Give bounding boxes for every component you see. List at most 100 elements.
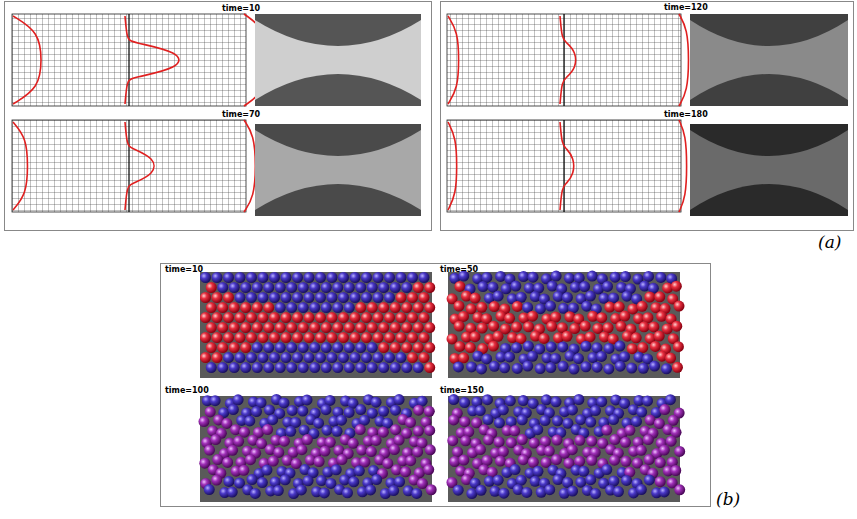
particle — [396, 352, 407, 363]
particle — [470, 293, 481, 304]
particle — [488, 321, 499, 332]
particle — [222, 457, 233, 468]
particle — [373, 332, 384, 343]
particle — [261, 465, 272, 476]
particle — [350, 352, 361, 363]
particle — [544, 484, 555, 495]
particle — [504, 313, 515, 324]
particle — [413, 302, 424, 313]
particle — [644, 474, 655, 485]
particle — [476, 302, 487, 313]
particle — [631, 416, 642, 427]
particle — [558, 361, 569, 372]
particle — [359, 415, 370, 426]
particle — [262, 424, 273, 435]
particle — [206, 322, 217, 333]
particle — [321, 322, 332, 333]
particle — [388, 485, 399, 496]
particle — [661, 363, 672, 374]
particle — [361, 312, 372, 323]
particle — [327, 352, 338, 363]
particle — [280, 474, 291, 485]
particle — [206, 282, 217, 293]
particle — [551, 271, 562, 282]
particle — [620, 456, 631, 467]
particle — [263, 282, 274, 293]
particle — [384, 292, 395, 303]
particle — [413, 282, 424, 293]
particle — [367, 302, 378, 313]
particle — [273, 485, 284, 496]
particle — [552, 435, 563, 446]
panel-frame — [441, 2, 854, 231]
particle — [355, 282, 366, 293]
particle — [528, 272, 539, 283]
particle — [407, 292, 418, 303]
particle — [498, 404, 509, 415]
particle — [489, 361, 500, 372]
particle — [631, 332, 642, 343]
snapshot-ground — [200, 396, 432, 502]
particle — [419, 292, 430, 303]
particle — [355, 302, 366, 313]
particle — [268, 456, 279, 467]
particle — [258, 292, 269, 303]
image-ground — [255, 124, 421, 216]
simulation-grid — [447, 14, 688, 106]
particle — [292, 312, 303, 323]
particle — [551, 454, 562, 465]
particle — [269, 332, 280, 343]
particle — [246, 292, 257, 303]
profile-curve — [448, 16, 459, 104]
particle — [309, 322, 320, 333]
particle — [655, 272, 666, 283]
particle — [322, 425, 333, 436]
particle — [412, 446, 423, 457]
particle — [449, 456, 460, 467]
particle — [217, 302, 228, 313]
particle — [371, 474, 382, 485]
particle — [614, 301, 625, 312]
particle — [263, 362, 274, 373]
particle — [384, 332, 395, 343]
particle — [297, 405, 308, 416]
particle — [413, 362, 424, 373]
particle — [482, 394, 493, 405]
particle — [649, 361, 660, 372]
particle — [453, 485, 464, 496]
particle — [493, 291, 504, 302]
particle — [331, 464, 342, 475]
particle — [304, 332, 315, 343]
particle — [229, 302, 240, 313]
particle — [378, 282, 389, 293]
particle — [338, 292, 349, 303]
particle — [585, 474, 596, 485]
mesh — [447, 120, 681, 212]
particle — [665, 353, 676, 364]
particle — [240, 342, 251, 353]
particle — [257, 477, 268, 488]
particle — [580, 321, 591, 332]
particle — [575, 414, 586, 425]
particle — [495, 456, 506, 467]
particle-snapshot — [446, 394, 685, 502]
particle — [338, 272, 349, 283]
particle — [596, 312, 607, 323]
particle — [263, 342, 274, 353]
particle — [401, 282, 412, 293]
mesh — [12, 120, 246, 212]
particle — [419, 332, 430, 343]
particle — [620, 437, 631, 448]
particle — [494, 436, 505, 447]
particle — [642, 395, 653, 406]
particle — [373, 312, 384, 323]
particle — [636, 407, 647, 418]
particle — [269, 292, 280, 303]
particle — [590, 405, 601, 416]
particle — [217, 362, 228, 373]
particle — [344, 362, 355, 373]
particle — [562, 331, 573, 342]
particle — [229, 282, 240, 293]
particle — [355, 362, 366, 373]
particle — [211, 475, 222, 486]
